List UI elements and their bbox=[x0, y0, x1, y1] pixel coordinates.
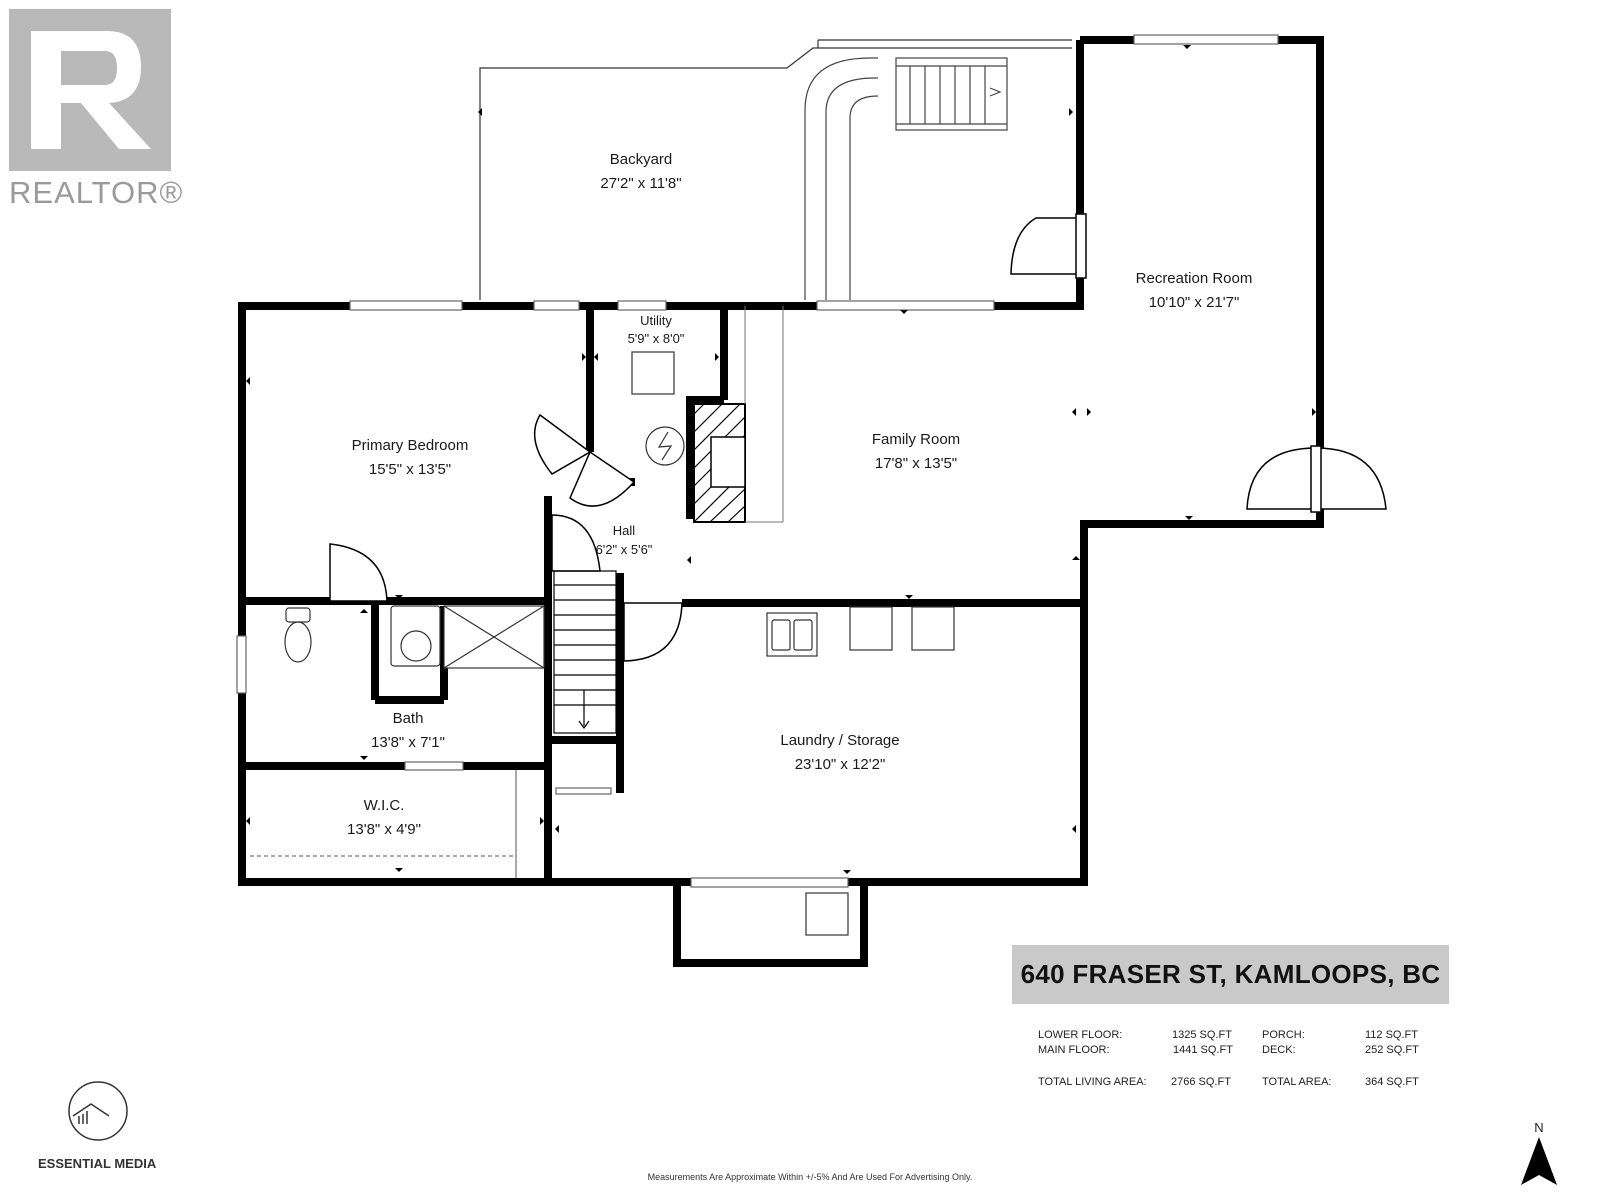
laundry-fixtures bbox=[766, 606, 955, 936]
main-floor-label: MAIN FLOOR: bbox=[1038, 1044, 1110, 1056]
backyard-size: 27'2" x 11'8" bbox=[600, 175, 681, 192]
walls bbox=[238, 36, 1324, 967]
room-labels: Backyard 27'2" x 11'8" Recreation Room 1… bbox=[347, 151, 1252, 838]
realtor-r-mark bbox=[9, 9, 171, 171]
essential-media-logo bbox=[38, 1080, 158, 1147]
total-living-value: 2766 SQ.FT bbox=[1171, 1076, 1231, 1088]
address-banner: 640 FRASER ST, KAMLOOPS, BC bbox=[1012, 945, 1449, 1004]
lower-floor-value: 1325 SQ.FT bbox=[1172, 1029, 1232, 1041]
lower-floor-label: LOWER FLOOR: bbox=[1038, 1029, 1123, 1041]
utility-size: 5'9" x 8'0" bbox=[628, 331, 685, 346]
north-arrow: N bbox=[1521, 1120, 1559, 1198]
backyard-outline bbox=[479, 39, 1072, 300]
bath-name: Bath bbox=[393, 710, 424, 727]
doors bbox=[329, 213, 1387, 662]
utility-name: Utility bbox=[640, 313, 672, 328]
deck-value: 252 SQ.FT bbox=[1365, 1044, 1419, 1056]
recreation-room-size: 10'10" x 21'7" bbox=[1149, 294, 1240, 311]
porch-label: PORCH: bbox=[1262, 1029, 1305, 1041]
realtor-logo: REALTOR® bbox=[9, 9, 184, 211]
primary-bedroom-name: Primary Bedroom bbox=[352, 437, 469, 454]
north-arrow-icon bbox=[1521, 1137, 1557, 1185]
family-room-size: 17'8" x 13'5" bbox=[875, 455, 957, 472]
measurement-markers bbox=[246, 45, 1316, 874]
address-text: 640 FRASER ST, KAMLOOPS, BC bbox=[1020, 959, 1441, 989]
interior-stairs bbox=[553, 570, 617, 734]
total-area-label: TOTAL AREA: bbox=[1262, 1076, 1332, 1088]
hall-name: Hall bbox=[613, 523, 636, 538]
primary-bedroom-size: 15'5" x 13'5" bbox=[369, 461, 451, 478]
total-living-label: TOTAL LIVING AREA: bbox=[1038, 1076, 1147, 1088]
laundry-storage-name: Laundry / Storage bbox=[780, 732, 899, 749]
north-label: N bbox=[1534, 1120, 1544, 1135]
disclaimer: Measurements Are Approximate Within +/-5… bbox=[647, 1172, 973, 1182]
porch-value: 112 SQ.FT bbox=[1365, 1029, 1418, 1041]
fireplace bbox=[693, 306, 784, 523]
essential-media-wordmark: ESSENTIAL MEDIA bbox=[38, 1156, 157, 1171]
total-area-value: 364 SQ.FT bbox=[1365, 1076, 1419, 1088]
bath-fixtures bbox=[284, 605, 545, 669]
laundry-storage-size: 23'10" x 12'2" bbox=[795, 756, 886, 773]
wic-size: 13'8" x 4'9" bbox=[347, 821, 421, 838]
house-circle-icon bbox=[68, 1081, 128, 1141]
wic-name: W.I.C. bbox=[364, 797, 405, 814]
realtor-wordmark: REALTOR® bbox=[9, 175, 184, 210]
utility-fixtures bbox=[631, 351, 685, 466]
hall-size: 6'2" x 5'6" bbox=[596, 542, 653, 557]
main-floor-value: 1441 SQ.FT bbox=[1173, 1044, 1233, 1056]
recreation-room-name: Recreation Room bbox=[1136, 270, 1253, 287]
deck-label: DECK: bbox=[1262, 1044, 1296, 1056]
exterior-steps bbox=[895, 57, 1008, 131]
bath-size: 13'8" x 7'1" bbox=[371, 734, 445, 751]
walkway bbox=[804, 57, 879, 300]
family-room-name: Family Room bbox=[872, 431, 960, 448]
backyard-name: Backyard bbox=[610, 151, 673, 168]
